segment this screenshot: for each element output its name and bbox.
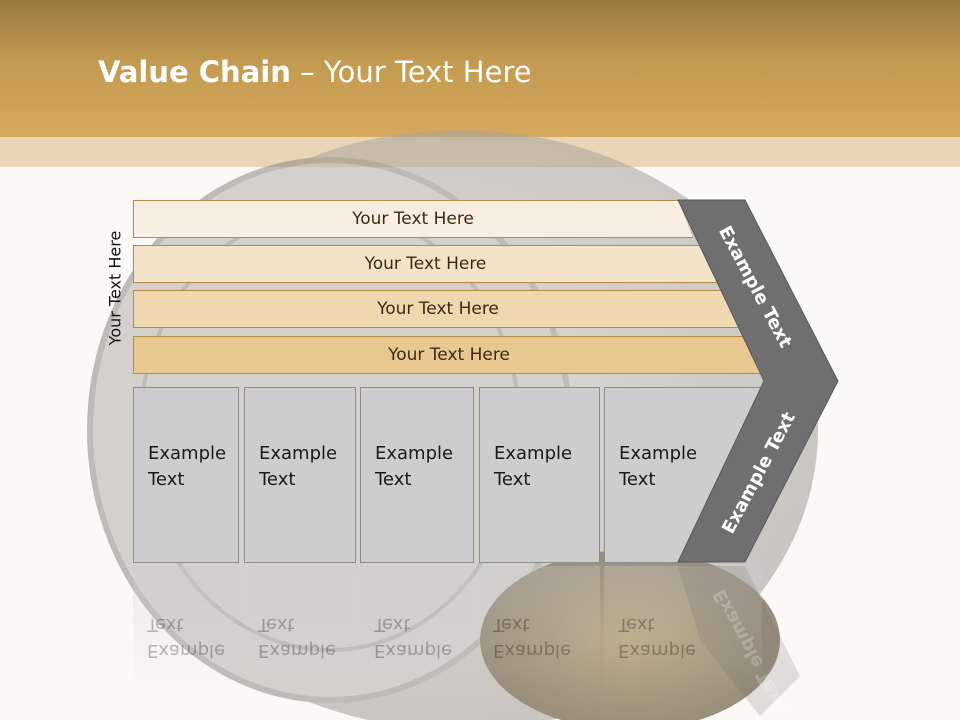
support-row-3: Your Text Here xyxy=(133,290,743,328)
support-row-4: Your Text Here xyxy=(133,336,765,374)
slide-title: Value Chain – Your Text Here xyxy=(98,55,532,89)
support-row-1: Your Text Here xyxy=(133,200,693,238)
header-bar xyxy=(0,0,960,137)
support-row-2: Your Text Here xyxy=(133,245,718,283)
